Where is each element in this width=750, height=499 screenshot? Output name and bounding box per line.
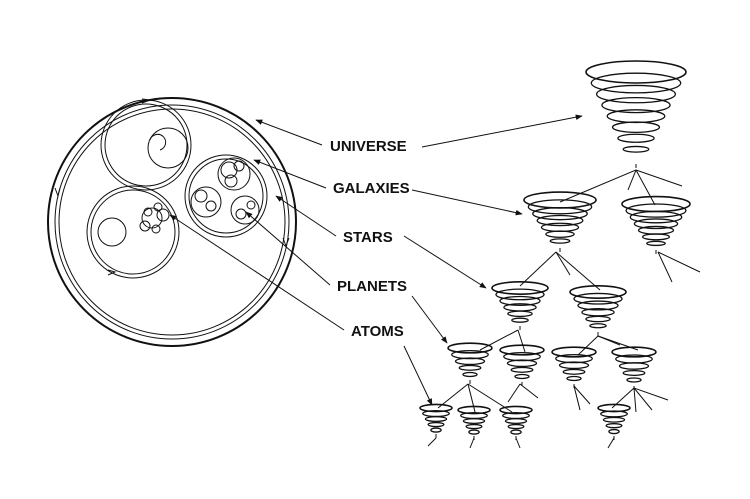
spiral-cone-star-1-loop (491, 281, 549, 295)
spiral-cone-star-1-loop (507, 310, 533, 318)
spiral-cone-planet-1 (447, 342, 493, 384)
spiral-cone-star-1-loop (495, 288, 545, 301)
spiral-cone-galaxy-1-loop (527, 199, 593, 215)
spiral-cone-star-2-loop (573, 292, 623, 305)
spiral-cone-galaxy-2-loop (633, 218, 679, 230)
spiral-cone-planet-4-loop (622, 369, 646, 376)
spiral-cone-universe-loop (601, 96, 671, 114)
spiral-cone-universe-loop (585, 60, 687, 84)
spiral-cone-atom-2-loop (462, 418, 486, 425)
spiral-cone-galaxy-2-loop (641, 233, 671, 241)
label-universe: UNIVERSE (330, 138, 407, 155)
spiral-cone-atom-3-loop (499, 405, 533, 415)
spiral-cone-planet-2-loop (499, 344, 545, 356)
spiral-cone-planet-1-loop (454, 357, 486, 366)
spiral-cone-star-1-loop (499, 295, 541, 306)
spiral-cone-atom-4-loop (602, 416, 626, 423)
spiral-cone-universe-loop (617, 133, 655, 143)
spiral-cone-planet-1-loop (447, 342, 493, 354)
label-stars: STARS (343, 229, 393, 246)
spiral-cone-atom-4 (597, 403, 631, 440)
labels: UNIVERSE GALAXIES STARS PLANETS ATOMS (330, 138, 410, 340)
spiral-cone-planet-4 (611, 346, 657, 390)
spiral-cone-galaxy-1-loop (549, 238, 571, 244)
spiral-cone-atom-2-loop (468, 429, 480, 435)
spiral-cone-universe-loop (611, 121, 661, 134)
spiral-cone-tree (419, 60, 691, 440)
spiral-cone-atom-4-loop (608, 428, 620, 435)
spiral-cone-planet-3-loop (562, 368, 586, 375)
spiral-cone-universe-loop (606, 109, 666, 124)
label-galaxies: GALAXIES (333, 180, 410, 197)
galaxy-circle-right (184, 154, 268, 238)
spiral-cone-star-1 (491, 281, 549, 330)
spiral-cone-galaxy-1-loop (540, 222, 580, 233)
spiral-cone-planet-3-loop (558, 361, 590, 370)
spiral-cone-star-2-loop (585, 315, 611, 323)
nested-circles-universe (47, 97, 297, 347)
spiral-cone-atom-3-loop (504, 418, 528, 425)
spiral-cone-planet-2-loop (510, 366, 534, 373)
spiral-cone-universe (585, 60, 687, 168)
label-atoms: ATOMS (351, 323, 404, 340)
spiral-cone-galaxy-1 (523, 191, 597, 252)
spiral-cone-galaxy-2 (621, 195, 691, 254)
left-pointer-arrows (169, 119, 345, 331)
spiral-cone-star-2-loop (577, 300, 619, 311)
spiral-cone-atom-3 (499, 405, 533, 440)
spiral-cone-atom-1-loop (419, 403, 453, 413)
spiral-cone-universe-loop (595, 84, 677, 104)
spiral-cone-atom-3-loop (510, 429, 522, 435)
label-planets: PLANETS (337, 278, 407, 295)
spiral-cone-planet-1-loop (462, 371, 478, 378)
spiral-cone-galaxy-2-loop (637, 225, 675, 235)
spiral-cone-atom-3-loop (507, 423, 525, 430)
spiral-cone-planet-3-loop (566, 375, 582, 382)
spiral-cone-star-2-loop (589, 323, 607, 329)
right-pointer-arrows (403, 114, 583, 406)
spiral-cone-atom-1 (419, 403, 453, 438)
spiral-cone-universe-loop (622, 145, 650, 153)
spiral-cone-planet-2-loop (514, 373, 530, 380)
galaxy-circle-bottom-left (86, 185, 180, 279)
spiral-cone-planet-3 (551, 346, 597, 388)
spiral-cone-galaxy-1-loop (532, 207, 588, 221)
spiral-cone-planet-1-loop (458, 364, 482, 371)
spiral-cone-atom-4-loop (605, 423, 623, 429)
spiral-cone-planet-4-loop (626, 377, 642, 383)
spiral-cone-star-1-loop (511, 317, 529, 323)
spiral-cone-galaxy-1-loop (536, 214, 584, 227)
spiral-cone-planet-2 (499, 344, 545, 386)
spiral-cone-universe-loop (590, 72, 682, 94)
spiral-cone-atom-2-loop (465, 423, 483, 430)
spiral-cone-galaxy-2-loop (625, 203, 687, 218)
spiral-cone-atom-2 (457, 405, 491, 440)
spiral-cone-planet-4-loop (618, 362, 650, 370)
spiral-cone-atom-1-loop (427, 421, 445, 428)
spiral-cone-star-2-loop (569, 285, 627, 299)
spiral-cone-galaxy-2-loop (629, 210, 683, 224)
spiral-cone-planet-2-loop (506, 359, 538, 368)
spiral-cone-atom-1-loop (430, 427, 442, 433)
spiral-cone-planet-3-loop (551, 346, 597, 358)
galaxy-circle-top (100, 99, 192, 191)
spiral-cone-planet-4-loop (611, 346, 657, 358)
spiral-cone-star-2 (569, 285, 627, 336)
spiral-cone-atom-1-loop (424, 416, 448, 423)
spiral-cone-galaxy-2-loop (646, 240, 666, 247)
spiral-cone-galaxy-1-loop (545, 230, 575, 238)
tree-branches (427, 169, 701, 449)
